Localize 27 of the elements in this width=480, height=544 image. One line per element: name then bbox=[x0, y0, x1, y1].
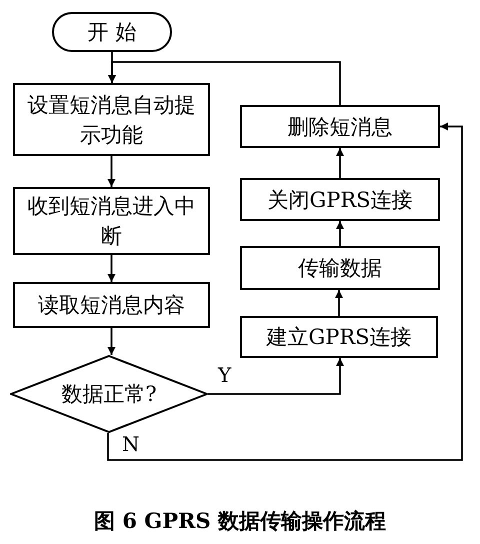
process-box bbox=[240, 246, 440, 290]
process-box bbox=[240, 178, 440, 221]
arrow bbox=[336, 148, 344, 178]
node-label: 关闭GPRS连接 bbox=[267, 186, 413, 214]
arrow bbox=[108, 328, 116, 355]
process-box bbox=[240, 105, 440, 148]
node-label: 收到短消息进入中断 bbox=[26, 193, 196, 250]
node-label: 设置短消息自动提示功能 bbox=[26, 92, 196, 148]
process-box bbox=[13, 187, 210, 255]
arrow bbox=[108, 255, 116, 282]
decision-label: 数据正常? bbox=[61, 381, 157, 408]
arrow bbox=[107, 122, 463, 461]
node-label: 读取短消息内容 bbox=[38, 292, 185, 319]
start-terminal bbox=[52, 12, 172, 52]
node-label: 删除短消息 bbox=[288, 114, 392, 140]
arrow bbox=[336, 221, 344, 246]
arrow bbox=[208, 358, 344, 395]
node-label: 开 始 bbox=[88, 19, 136, 46]
node-label: 建立GPRS连接 bbox=[266, 324, 412, 351]
process-box bbox=[240, 316, 438, 358]
arrow bbox=[335, 290, 343, 316]
process-box bbox=[13, 83, 210, 156]
arrow bbox=[108, 156, 116, 187]
arrow bbox=[108, 61, 341, 105]
figure-caption: 图 6 GPRS 数据传输操作流程 bbox=[94, 508, 386, 533]
node-label: 传输数据 bbox=[298, 255, 382, 282]
process-box bbox=[13, 282, 210, 328]
